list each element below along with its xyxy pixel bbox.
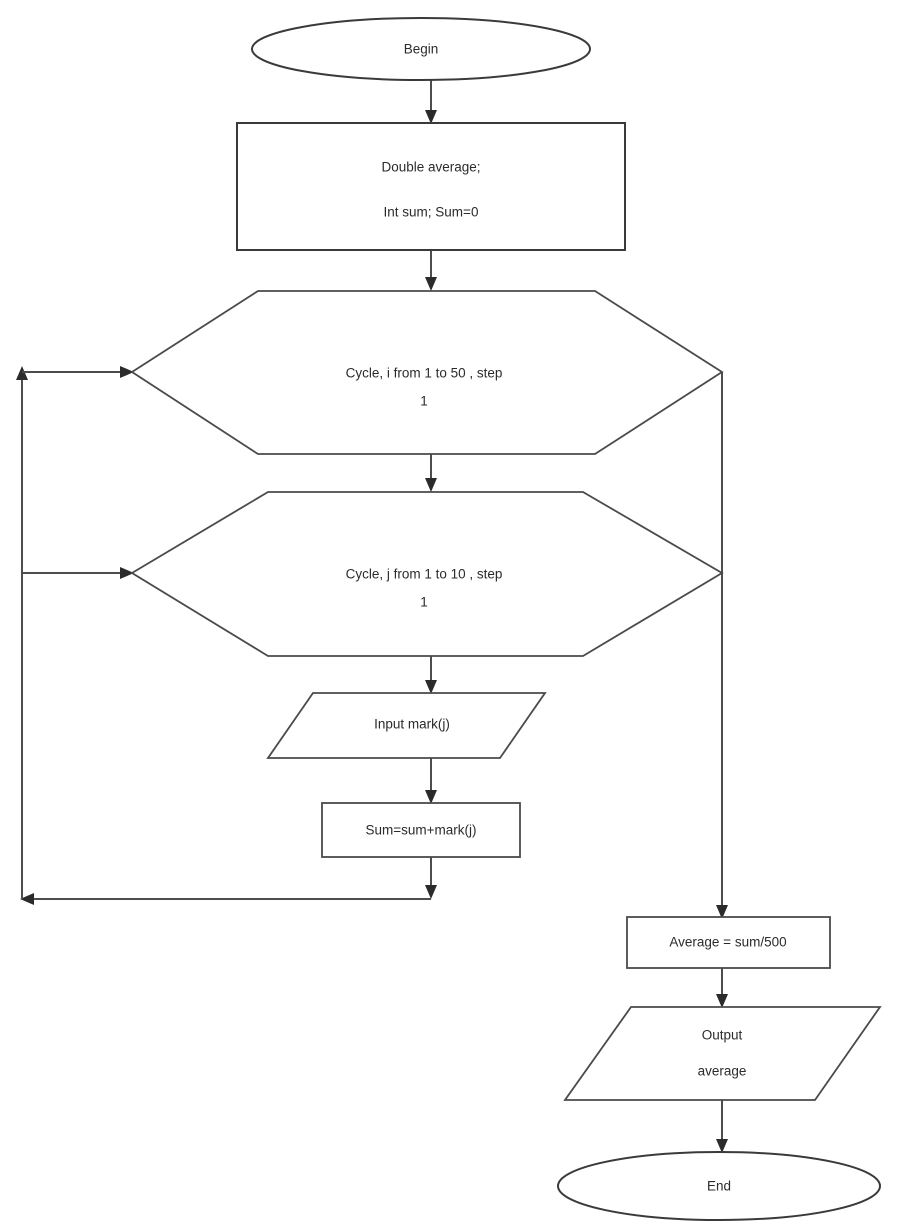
edge-declare-to-outer-loop <box>425 250 437 291</box>
node-accumulate[interactable]: Sum=sum+mark(j) <box>321 802 521 858</box>
edge-accumulate-to-return-rail <box>425 857 437 899</box>
edge-left-vertical-rail <box>16 366 28 899</box>
end-ellipse <box>557 1151 881 1221</box>
outer-loop-line-1: Cycle, i from 1 to 50 , step <box>346 366 503 381</box>
outer-loop-hexagon <box>130 290 724 455</box>
node-outer-loop[interactable]: Cycle, i from 1 to 50 , step 1 <box>130 290 724 455</box>
node-average[interactable]: Average = sum/500 <box>626 916 831 969</box>
declare-line-2: Int sum; Sum=0 <box>384 205 479 220</box>
node-begin[interactable]: Begin <box>251 17 591 81</box>
end-label: End <box>707 1179 731 1194</box>
inner-loop-hexagon <box>130 491 724 657</box>
node-output-average[interactable]: Output average <box>563 1006 882 1101</box>
edge-input-to-accumulate <box>425 758 437 804</box>
node-input-mark[interactable]: Input mark(j) <box>266 692 547 759</box>
average-label: Average = sum/500 <box>669 935 786 950</box>
declare-rect <box>236 122 626 251</box>
node-declare[interactable]: Double average; Int sum; Sum=0 <box>236 122 626 251</box>
accumulate-rect <box>321 802 521 858</box>
edge-outer-loop-to-inner-loop <box>425 454 437 492</box>
edge-rail-to-outer-loop <box>22 366 134 378</box>
outer-loop-line-2: 1 <box>420 394 428 409</box>
edge-inner-loop-to-input <box>425 656 437 694</box>
input-mark-label: Input mark(j) <box>374 717 450 732</box>
edge-return-rail-horizontal <box>20 893 431 905</box>
output-average-line-1: Output <box>702 1028 743 1043</box>
inner-loop-line-2: 1 <box>420 595 428 610</box>
node-end[interactable]: End <box>557 1151 881 1221</box>
average-rect <box>626 916 831 969</box>
inner-loop-line-1: Cycle, j from 1 to 10 , step <box>346 567 503 582</box>
output-average-parallelogram <box>563 1006 882 1101</box>
edge-average-to-output <box>716 968 728 1008</box>
edge-begin-to-declare <box>425 80 437 124</box>
declare-line-1: Double average; <box>381 160 480 175</box>
node-inner-loop[interactable]: Cycle, j from 1 to 10 , step 1 <box>130 491 724 657</box>
accumulate-label: Sum=sum+mark(j) <box>365 823 476 838</box>
input-mark-parallelogram <box>266 692 547 759</box>
edge-output-to-end <box>716 1100 728 1153</box>
begin-label: Begin <box>404 42 439 57</box>
output-average-line-2: average <box>698 1064 747 1079</box>
begin-ellipse <box>251 17 591 81</box>
edge-outer-loop-exit-to-average <box>716 372 728 919</box>
edge-rail-to-inner-loop <box>22 567 134 579</box>
